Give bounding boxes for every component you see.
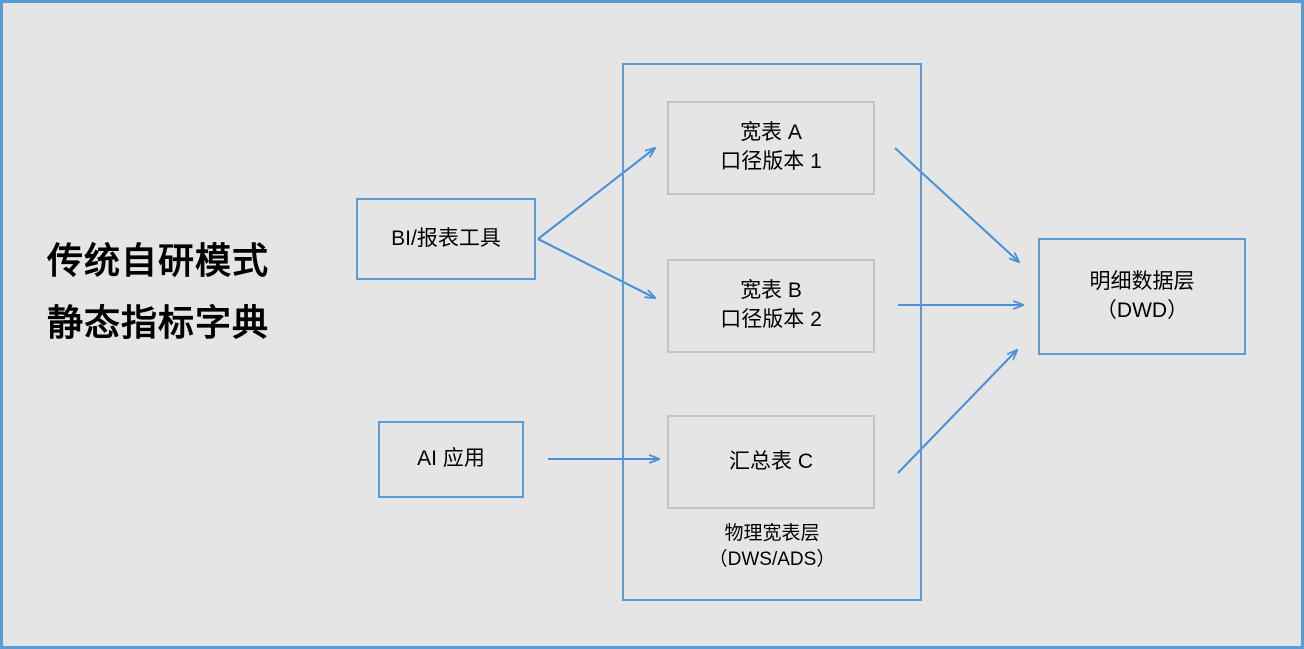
group-dws-ads-label: 物理宽表层 （DWS/ADS） [708, 523, 836, 571]
node-dwd-layer-label: 明细数据层 （DWD） [1089, 269, 1195, 322]
node-wide-table-a[interactable]: 宽表 A 口径版本 1 [667, 101, 875, 195]
node-summary-table-c-label: 汇总表 C [729, 449, 813, 473]
page-title-line-2: 静态指标字典 [47, 302, 270, 343]
node-wide-table-a-label: 宽表 A 口径版本 1 [720, 121, 822, 173]
node-summary-table-c[interactable]: 汇总表 C [667, 415, 875, 509]
node-wide-table-b-label: 宽表 B 口径版本 2 [720, 279, 822, 331]
node-dwd-layer[interactable]: 明细数据层 （DWD） [1038, 238, 1246, 355]
node-ai-app-label: AI 应用 [417, 447, 485, 471]
group-dws-ads [622, 63, 922, 601]
page-title-line-1: 传统自研模式 [47, 240, 270, 281]
node-bi-tool-label: BI/报表工具 [391, 226, 501, 250]
node-wide-table-b[interactable]: 宽表 B 口径版本 2 [667, 259, 875, 353]
page-title: 传统自研模式 静态指标字典 [47, 243, 367, 341]
node-bi-tool[interactable]: BI/报表工具 [356, 198, 536, 280]
node-ai-app[interactable]: AI 应用 [378, 421, 524, 498]
